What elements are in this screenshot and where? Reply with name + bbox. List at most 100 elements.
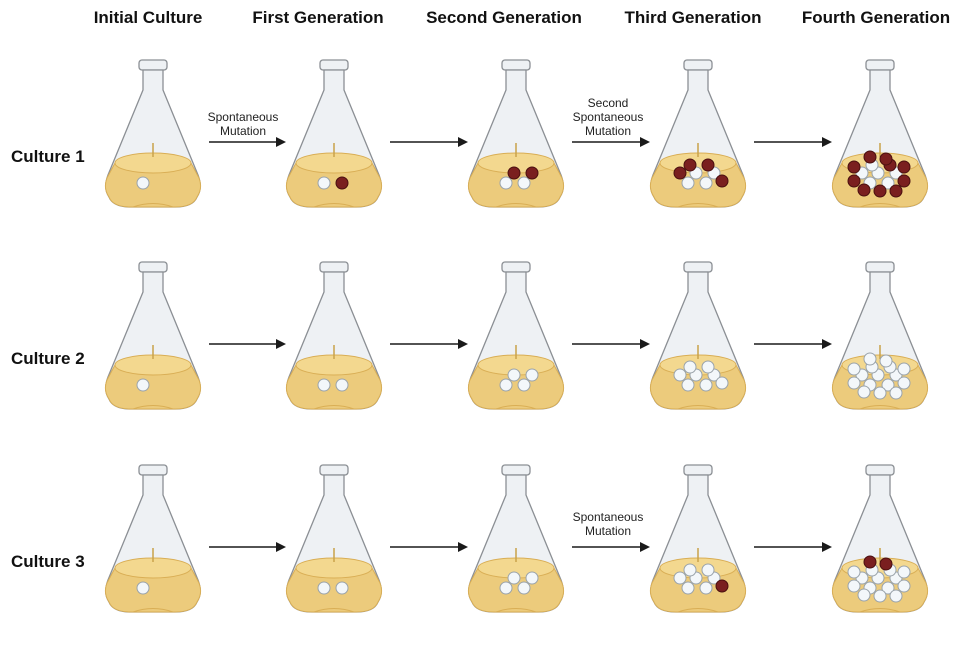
normal-cell bbox=[873, 386, 887, 400]
column-title-gen2: Second Generation bbox=[426, 8, 582, 27]
flask-rim bbox=[501, 59, 531, 71]
mutant-cell bbox=[857, 183, 871, 197]
flask-rim bbox=[319, 59, 349, 71]
normal-cell bbox=[517, 581, 531, 595]
normal-cell bbox=[847, 376, 861, 390]
normal-cell bbox=[847, 565, 861, 579]
normal-cell bbox=[499, 378, 513, 392]
mutant-cell bbox=[525, 166, 539, 180]
normal-cell bbox=[701, 563, 715, 577]
culture-medium bbox=[285, 364, 383, 410]
normal-cell bbox=[881, 378, 895, 392]
flask-base-curve bbox=[313, 608, 355, 613]
normal-cell bbox=[499, 176, 513, 190]
flask-rim bbox=[683, 464, 713, 476]
flask-rim bbox=[138, 59, 168, 71]
normal-cell bbox=[699, 176, 713, 190]
normal-cell bbox=[335, 581, 349, 595]
flask-base-curve bbox=[677, 203, 719, 208]
normal-cell bbox=[136, 378, 150, 392]
mutant-cell bbox=[683, 158, 697, 172]
flask-rim bbox=[501, 261, 531, 273]
flask-base-curve bbox=[313, 405, 355, 410]
mutant-cell bbox=[897, 174, 911, 188]
flask-r3-c4 bbox=[649, 464, 747, 613]
normal-cell bbox=[335, 378, 349, 392]
culture-medium bbox=[467, 567, 565, 613]
mutant-cell bbox=[847, 174, 861, 188]
mutant-cell bbox=[335, 176, 349, 190]
mutant-cell bbox=[673, 166, 687, 180]
mutant-cell bbox=[889, 184, 903, 198]
flask-r1-c3 bbox=[467, 59, 565, 208]
normal-cell bbox=[879, 354, 893, 368]
column-title-gen4: Fourth Generation bbox=[801, 8, 951, 27]
normal-cell bbox=[525, 368, 539, 382]
normal-cell bbox=[507, 571, 521, 585]
normal-cell bbox=[699, 378, 713, 392]
flask-r3-c3 bbox=[467, 464, 565, 613]
row-title-culture-2: Culture 2 bbox=[11, 349, 85, 368]
culture-medium bbox=[285, 567, 383, 613]
normal-cell bbox=[683, 360, 697, 374]
normal-cell bbox=[847, 579, 861, 593]
flask-r3-c1 bbox=[104, 464, 202, 613]
flask-base-curve bbox=[495, 405, 537, 410]
normal-cell bbox=[897, 579, 911, 593]
flask-rim bbox=[683, 261, 713, 273]
flask-rim bbox=[138, 464, 168, 476]
normal-cell bbox=[863, 352, 877, 366]
mutant-cell bbox=[879, 557, 893, 571]
flask-base-curve bbox=[859, 203, 901, 208]
normal-cell bbox=[136, 581, 150, 595]
normal-cell bbox=[317, 176, 331, 190]
mutant-cell bbox=[701, 158, 715, 172]
culture-medium bbox=[467, 162, 565, 208]
normal-cell bbox=[897, 565, 911, 579]
mutant-cell bbox=[507, 166, 521, 180]
normal-cell bbox=[847, 362, 861, 376]
culture-medium bbox=[104, 567, 202, 613]
normal-cell bbox=[889, 386, 903, 400]
arrow-label-r1-a3: Second Spontaneous Mutation bbox=[572, 96, 644, 138]
normal-cell bbox=[857, 588, 871, 602]
column-title-gen3: Third Generation bbox=[624, 8, 762, 27]
mutant-cell bbox=[847, 160, 861, 174]
culture-medium bbox=[467, 364, 565, 410]
flask-rim bbox=[319, 261, 349, 273]
flask-base-curve bbox=[677, 608, 719, 613]
mutant-cell bbox=[879, 152, 893, 166]
normal-cell bbox=[699, 581, 713, 595]
column-title-gen1: First Generation bbox=[252, 8, 384, 27]
arrow-label-r3-a3: Spontaneous Mutation bbox=[572, 510, 644, 538]
mutant-cell bbox=[715, 579, 729, 593]
normal-cell bbox=[136, 176, 150, 190]
culture-medium bbox=[104, 162, 202, 208]
flask-base-curve bbox=[132, 405, 174, 410]
normal-cell bbox=[517, 176, 531, 190]
normal-cell bbox=[881, 176, 895, 190]
normal-cell bbox=[715, 376, 729, 390]
flask-rim bbox=[319, 464, 349, 476]
mutant-cell bbox=[863, 150, 877, 164]
mutant-cell bbox=[873, 184, 887, 198]
flask-base-curve bbox=[859, 405, 901, 410]
flask-rim bbox=[865, 59, 895, 71]
normal-cell bbox=[889, 589, 903, 603]
normal-cell bbox=[873, 589, 887, 603]
flask-base-curve bbox=[859, 608, 901, 613]
flask-r2-c3 bbox=[467, 261, 565, 410]
arrow-label-r1-a1: Spontaneous Mutation bbox=[207, 110, 279, 138]
row-title-culture-3: Culture 3 bbox=[11, 552, 85, 571]
normal-cell bbox=[673, 571, 687, 585]
row-title-culture-1: Culture 1 bbox=[11, 147, 85, 166]
flask-r1-c4 bbox=[649, 59, 747, 208]
flask-r2-c4 bbox=[649, 261, 747, 410]
normal-cell bbox=[317, 581, 331, 595]
normal-cell bbox=[897, 376, 911, 390]
normal-cell bbox=[881, 581, 895, 595]
flask-base-curve bbox=[495, 608, 537, 613]
normal-cell bbox=[857, 385, 871, 399]
